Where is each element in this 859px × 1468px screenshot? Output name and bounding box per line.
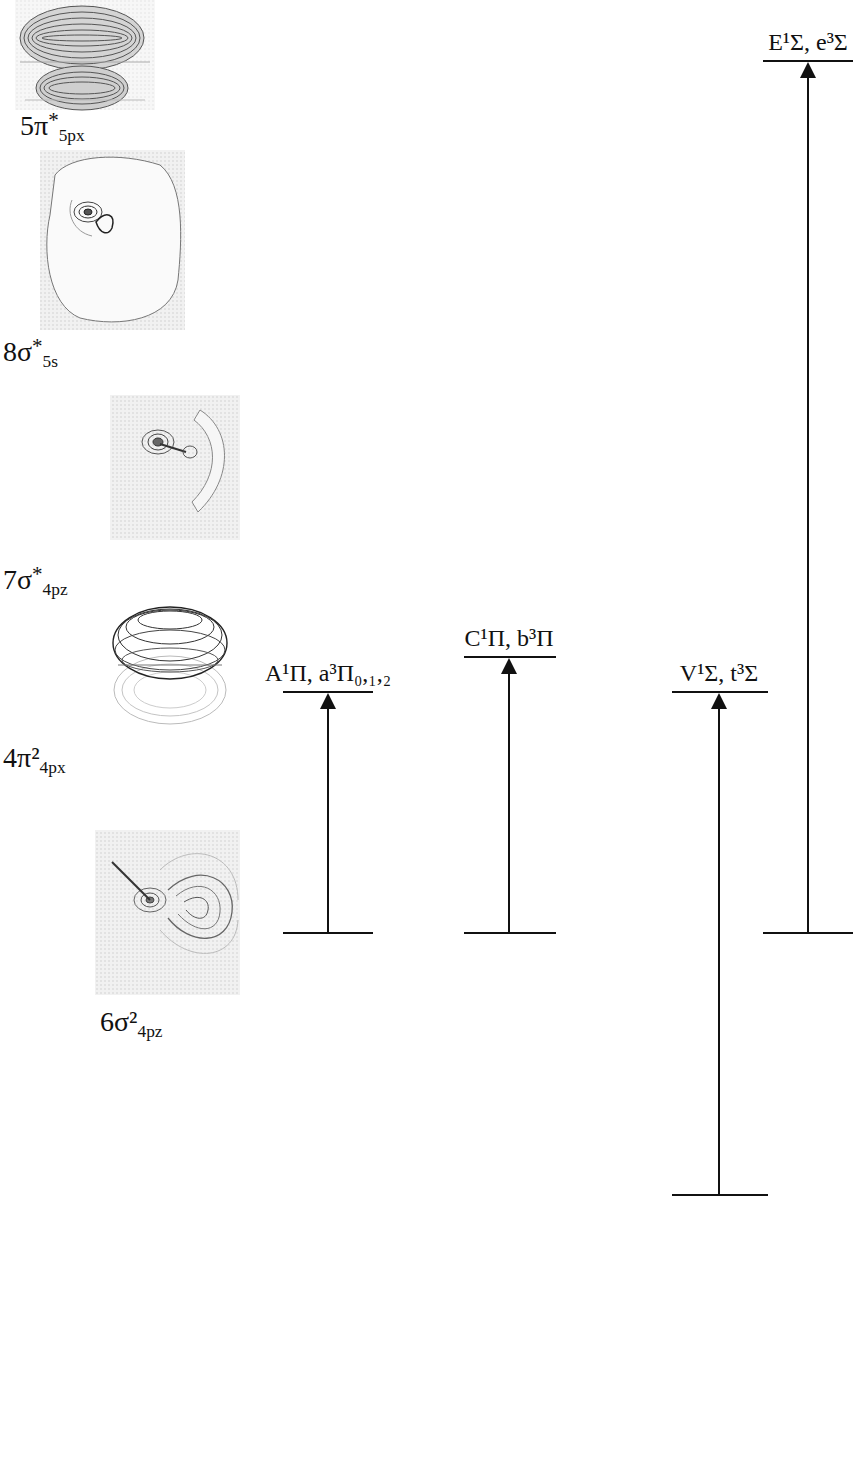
orbital-label: 5π*5px — [20, 108, 85, 146]
state-label: V¹Σ, t³Σ — [680, 660, 758, 688]
pi-orbital — [113, 607, 227, 724]
sigma-star-4pz-orbital — [110, 395, 240, 540]
orbital-label: 7σ*4pz — [3, 562, 68, 600]
sigma-star-5s-orbital — [40, 150, 185, 330]
orbital-label: 4π²4px — [3, 742, 66, 778]
state-label: C¹Π, b³Π — [464, 625, 553, 653]
orbital-label: 8σ*5s — [3, 334, 58, 372]
sigma-orbital — [95, 830, 240, 995]
energy-levels — [283, 61, 853, 1195]
state-label: E¹Σ, e³Σ — [768, 29, 848, 57]
orbital-label: 6σ²4pz — [100, 1006, 163, 1042]
pi-star-orbital — [15, 0, 155, 110]
state-label: A¹Π, a³Π₀,₁,₂ — [265, 660, 391, 688]
